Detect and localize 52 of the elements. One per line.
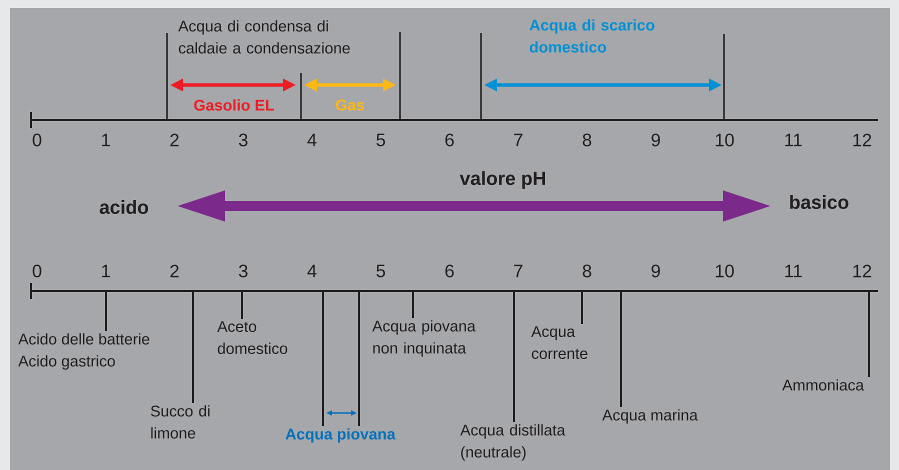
tick-label: 0: [32, 264, 42, 278]
tick-label: 6: [445, 134, 454, 146]
leader-line: [192, 291, 194, 403]
tick-label: 7: [514, 264, 522, 278]
range-label: Gasolio EL: [194, 99, 274, 111]
tick-label: 3: [238, 264, 248, 278]
tick-label: 9: [652, 264, 660, 278]
end-label: basico: [790, 195, 848, 209]
tick-label: 2: [170, 134, 179, 146]
range-label: Acqua di scarico domestico: [530, 19, 654, 53]
tick-label: 5: [376, 134, 385, 146]
tick-label: 12: [853, 264, 872, 278]
tick-label: 5: [376, 264, 385, 278]
substance-label: Succo di limone: [150, 405, 210, 439]
tick-label: 6: [445, 264, 454, 278]
leader-line: [322, 291, 324, 426]
substance-label: Acqua piovana: [286, 428, 396, 443]
tick-label: 11: [785, 264, 802, 278]
leader-line: [513, 291, 515, 422]
leader-line: [105, 291, 107, 331]
tick-label: 12: [853, 134, 872, 146]
leader-line: [581, 291, 583, 324]
leader-line: [241, 291, 243, 319]
substance-label: Aceto domestico: [217, 321, 288, 354]
axis-title: valore pH: [460, 171, 545, 189]
substance-label: Ammoniaca: [782, 379, 864, 391]
tick-label: 3: [238, 134, 248, 146]
tick-label: 7: [514, 134, 522, 146]
range-label: Acqua di condensa di caldaie a condensazione: [178, 20, 350, 54]
substance-label: Acido delle batterie Acido gastrico: [18, 333, 150, 370]
substance-label: Acqua marina: [602, 409, 698, 424]
tick-label: 8: [582, 264, 592, 278]
tick-label: 9: [652, 134, 660, 146]
leader-line: [358, 291, 360, 426]
range-label: Gas: [336, 100, 364, 110]
tick-label: 10: [716, 134, 734, 146]
tick-label: 11: [785, 134, 802, 146]
leader-line: [412, 291, 414, 318]
substance-label: Acqua piovana non inquinata: [372, 320, 476, 357]
tick-label: 2: [170, 264, 179, 278]
tick-label: 8: [582, 134, 592, 146]
substance-label: Acqua distillata (neutrale): [460, 424, 566, 461]
tick-label: 1: [102, 264, 110, 278]
leader-line: [620, 291, 622, 407]
end-label: acido: [100, 200, 148, 214]
tick-label: 0: [32, 134, 42, 146]
tick-label: 1: [102, 134, 110, 146]
leader-line: [868, 291, 870, 377]
tick-label: 4: [307, 264, 316, 278]
tick-label: 10: [716, 264, 734, 278]
substance-label: Acqua corrente: [531, 326, 588, 360]
tick-label: 4: [307, 134, 316, 146]
